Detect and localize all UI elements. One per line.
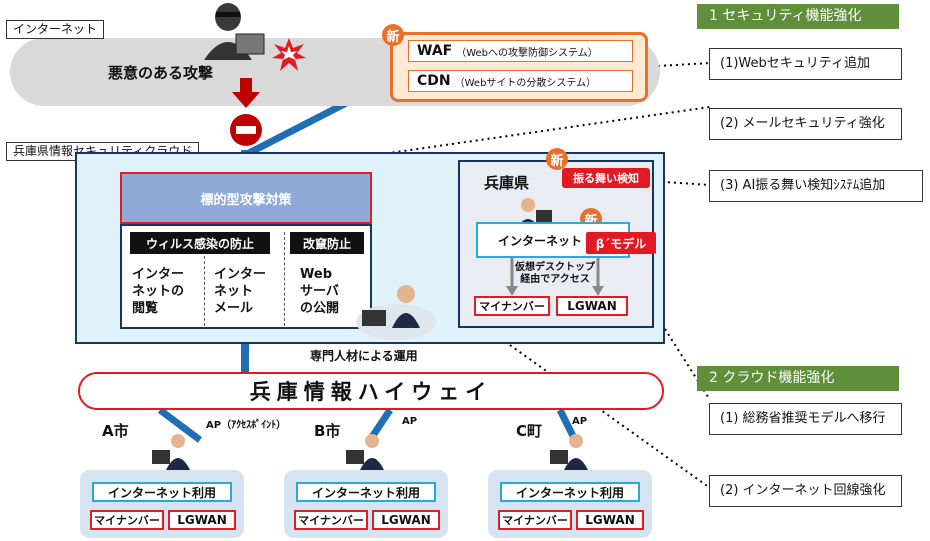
- city-b-lgwan: LGWAN: [372, 510, 440, 530]
- city-a-user-icon: [152, 434, 190, 470]
- section2-item-2: (2) インターネット回線強化: [709, 475, 902, 507]
- city-c-user-icon: [550, 434, 588, 470]
- operator-icon: [356, 285, 436, 340]
- expert-operation-label: 専門人材による運用: [310, 349, 418, 363]
- pref-mynumber-box: マイナンバー: [474, 296, 550, 316]
- city-a-name: A市: [102, 422, 129, 440]
- virtual-desktop-label: 仮想デスクトップ 経由でアクセス: [515, 262, 595, 285]
- block-arrow-icon: [230, 78, 262, 146]
- city-a-mynumber: マイナンバー: [90, 510, 164, 530]
- section1-item-3: (3) AI振る舞い検知ｼｽﾃﾑ追加: [709, 170, 923, 202]
- city-c-name: C町: [516, 422, 543, 440]
- tamper-prevention-label: 改竄防止: [290, 232, 364, 254]
- col-divider-2: [284, 232, 286, 326]
- targeted-attack-label: 標的型攻撃対策: [200, 192, 292, 208]
- col-web-server: Web サーバ の公開: [300, 267, 340, 316]
- city-b-internet-use: インターネット利用: [296, 482, 436, 502]
- city-b-name: B市: [314, 422, 341, 440]
- section1-item-1: (1)Webセキュリティ追加: [709, 48, 902, 80]
- ap-label-b: AP: [402, 416, 418, 427]
- section1-title: 1 セキュリティ機能強化: [697, 4, 899, 29]
- city-b-user-icon: [346, 434, 384, 470]
- city-b-mynumber: マイナンバー: [294, 510, 368, 530]
- attack-burst-icon: [272, 38, 306, 71]
- internet-tag: インターネット: [6, 20, 105, 39]
- waf-row: WAF （Webへの攻撃防御システム）: [408, 40, 633, 62]
- waf-name: WAF: [417, 43, 453, 59]
- waf-desc: （Webへの攻撃防御システム）: [456, 47, 598, 59]
- col-internet-browsing: インター ネットの 閲覧: [132, 267, 185, 316]
- beta-model-label: β´モデル: [586, 232, 656, 254]
- col-divider-1: [204, 256, 206, 326]
- cdn-row: CDN （Webサイトの分散システム）: [408, 70, 633, 92]
- city-a-internet-use: インターネット利用: [92, 482, 232, 502]
- section2-title: 2 クラウド機能強化: [697, 366, 899, 391]
- cdn-desc: （Webサイトの分散システム）: [454, 77, 597, 89]
- access-arrows-icon: [506, 258, 604, 296]
- ap-label-a: AP（ｱｸｾｽﾎﾟｲﾝﾄ）: [206, 420, 287, 431]
- city-c-internet-use: インターネット利用: [500, 482, 640, 502]
- targeted-attack-panel: 標的型攻撃対策: [120, 172, 372, 224]
- ap-label-c: AP: [572, 416, 588, 427]
- new-badge-waf: 新: [382, 24, 404, 46]
- section1-item-2: (2) メールセキュリティ強化: [709, 108, 902, 140]
- attack-label: 悪意のある攻撃: [108, 64, 214, 82]
- city-c-lgwan: LGWAN: [576, 510, 644, 530]
- prefecture-title: 兵庫県: [484, 174, 530, 192]
- pref-lgwan-box: LGWAN: [556, 296, 628, 316]
- col-internet-mail: インター ネット メール: [214, 267, 267, 316]
- cdn-name: CDN: [417, 73, 451, 89]
- city-a-lgwan: LGWAN: [168, 510, 236, 530]
- section2-item-1: (1) 総務省推奨モデルへ移行: [709, 403, 902, 435]
- attacker-icon: [204, 3, 265, 60]
- highway-label: 兵庫情報ハイウェイ: [249, 380, 493, 404]
- virus-prevention-label: ウィルス感染の防止: [130, 232, 270, 254]
- highway-bar: 兵庫情報ハイウェイ: [78, 372, 664, 410]
- behavior-detection-label: 振る舞い検知: [562, 168, 650, 188]
- new-badge-behavior: 新: [546, 148, 568, 170]
- city-c-mynumber: マイナンバー: [498, 510, 572, 530]
